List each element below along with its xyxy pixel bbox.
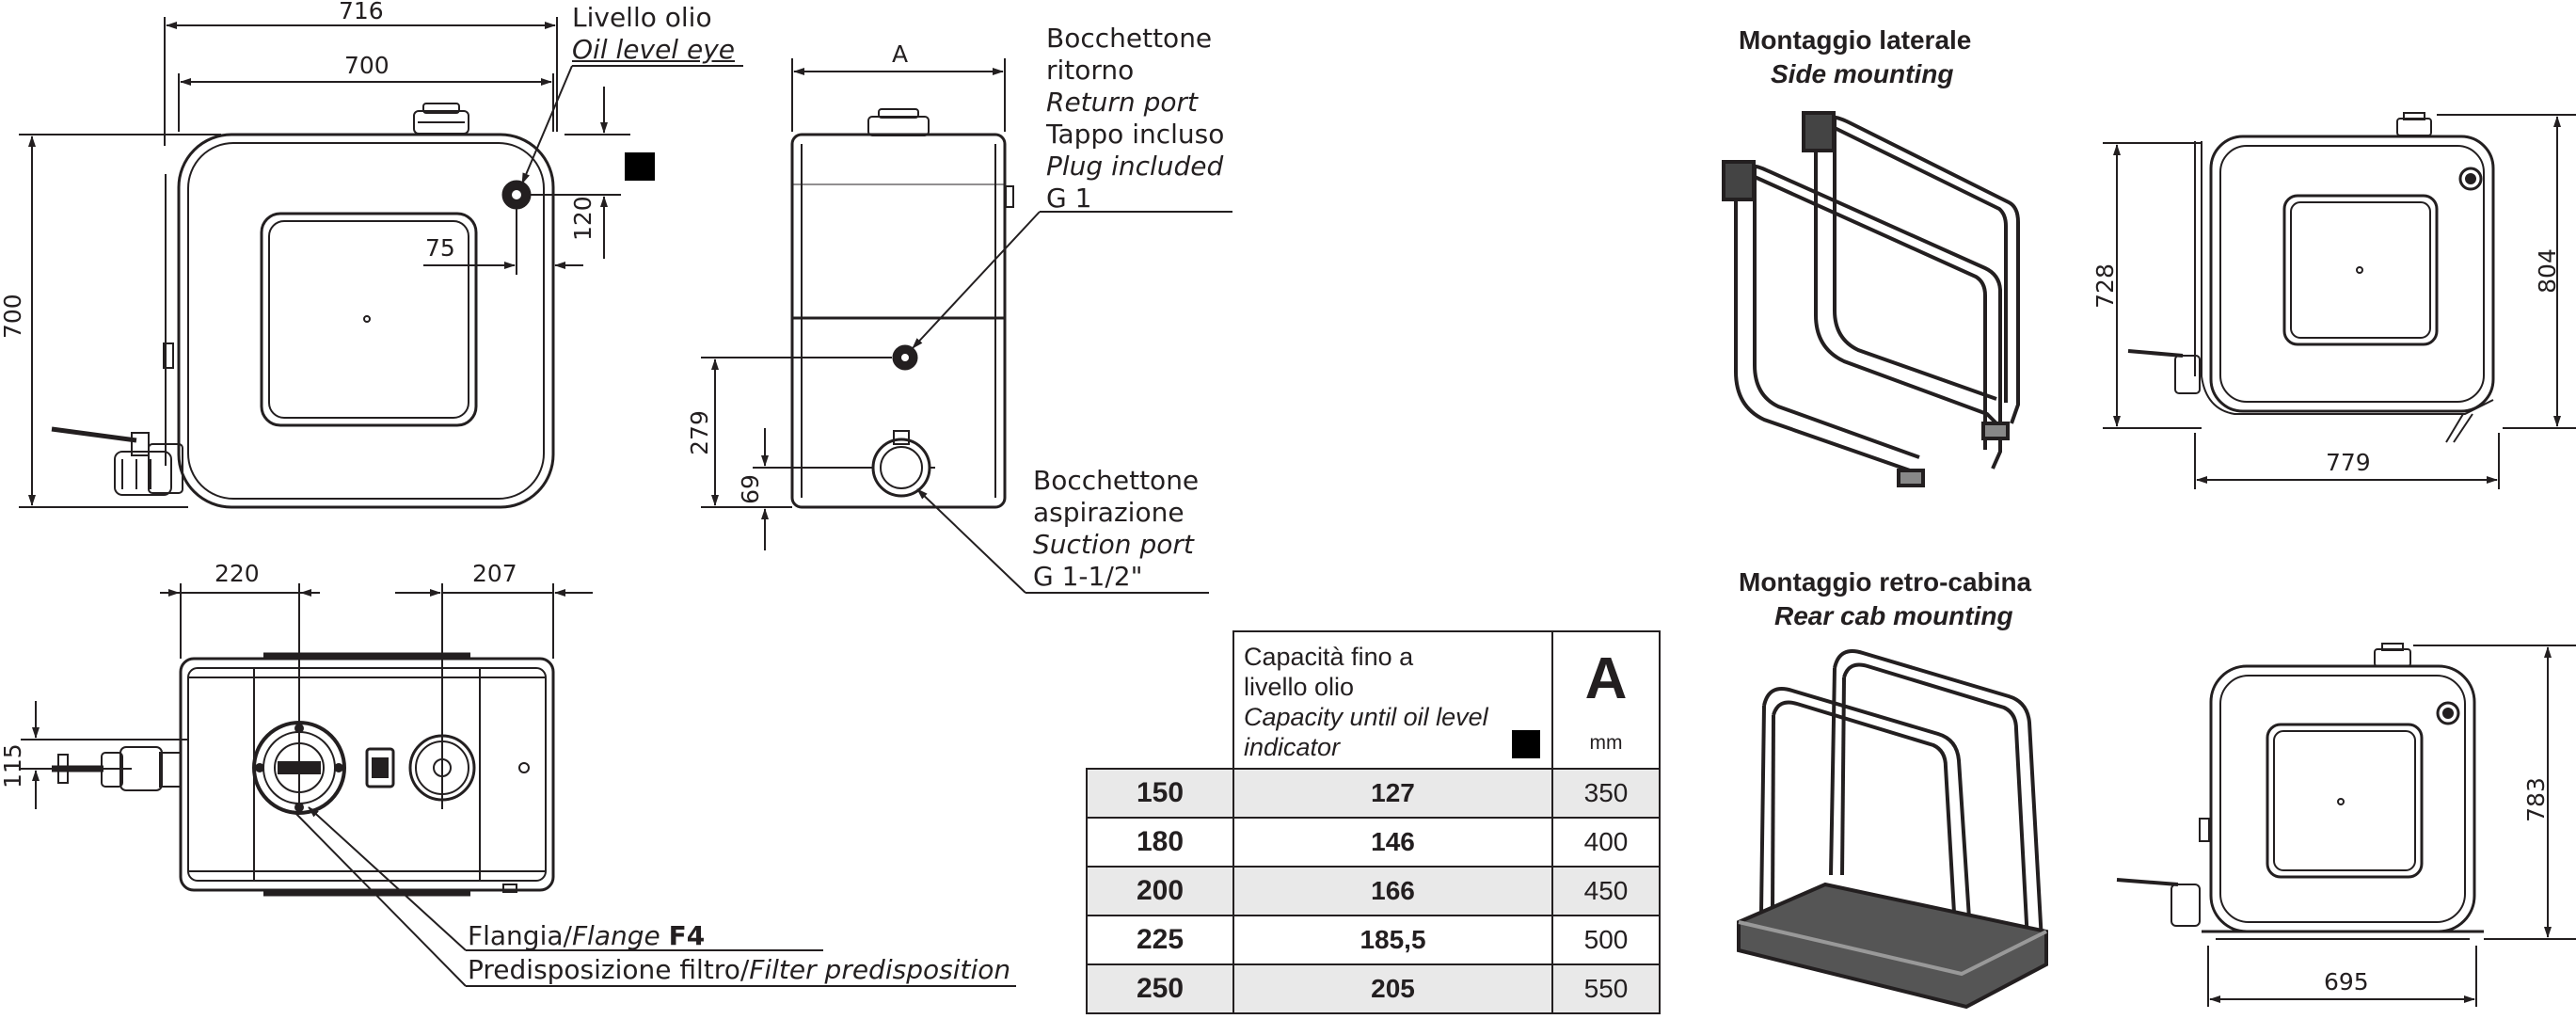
- header-capacity-line-3: Capacity until oil level: [1244, 703, 1488, 731]
- dim-side-width-a: A: [892, 40, 909, 68]
- side-view-dimensions: [701, 58, 1232, 594]
- dim-side-mount-height-right: 804: [2534, 248, 2561, 294]
- dim-side-mount-height-left: 728: [2091, 263, 2119, 309]
- row-size: 250: [1086, 963, 1234, 1014]
- flange-label: Flangia/Flange F4: [468, 920, 705, 952]
- side-mounting-tank: [2127, 112, 2495, 443]
- flange-label-it: Flangia/: [468, 920, 572, 951]
- row-capacity: 127: [1232, 768, 1553, 819]
- header-capacity-line-2: livello olio: [1244, 673, 1355, 701]
- oil-level-marker-square-table: [1512, 730, 1540, 758]
- header-empty-cell: [1087, 631, 1234, 770]
- row-size: 225: [1086, 915, 1234, 965]
- dim-suction-height: 69: [737, 474, 764, 504]
- dim-top-offset-filter: 207: [472, 560, 517, 587]
- row-a: 450: [1551, 866, 1661, 916]
- row-capacity: 146: [1232, 817, 1553, 868]
- table-row: 150 127 350: [1086, 768, 1661, 819]
- filter-label-en: Filter predisposition: [749, 954, 1011, 985]
- filter-label: Predisposizione filtro/Filter predisposi…: [468, 954, 1010, 986]
- header-capacity-cell: Capacità fino a livello olio Capacity un…: [1232, 630, 1553, 770]
- dim-side-mount-width: 779: [2326, 449, 2371, 476]
- header-a-cell: A mm: [1551, 630, 1661, 770]
- dim-front-height: 700: [0, 294, 26, 339]
- side-mounting-title-en: Side mounting: [1771, 59, 1954, 88]
- capacity-table: Capacità fino a livello olio Capacity un…: [1086, 630, 1661, 1014]
- row-size: 200: [1086, 866, 1234, 916]
- header-a-unit: mm: [1589, 732, 1623, 754]
- return-port-label-en: Return port: [1046, 87, 1198, 118]
- header-capacity-line-1: Capacità fino a: [1244, 643, 1414, 671]
- dim-front-width-inner: 700: [344, 52, 390, 79]
- dim-rear-mount-height: 783: [2522, 777, 2550, 822]
- capacity-table-header: Capacità fino a livello olio Capacity un…: [1087, 630, 1661, 770]
- return-port-thread: G 1: [1046, 183, 1092, 214]
- rear-mounting-title-it: Montaggio retro-cabina: [1739, 567, 2032, 597]
- front-view-tank: [51, 103, 555, 509]
- suction-port-label-en: Suction port: [1033, 529, 1194, 560]
- oil-level-marker-square: [625, 152, 655, 181]
- side-mounting-brackets: [1722, 111, 2020, 487]
- table-row: 180 146 400: [1086, 817, 1661, 868]
- dim-rear-mount-width: 695: [2324, 968, 2369, 995]
- table-row: 225 185,5 500: [1086, 915, 1661, 965]
- row-size: 150: [1086, 768, 1234, 819]
- oil-level-label-en: Oil level eye: [572, 34, 736, 65]
- rear-mounting-tank: [2116, 643, 2484, 940]
- front-view-dimensions: [19, 17, 743, 508]
- rear-mounting-title-en: Rear cab mounting: [1774, 601, 2013, 630]
- row-a: 550: [1551, 963, 1661, 1014]
- rear-mounting-brackets: [1737, 649, 2048, 1010]
- table-row: 250 205 550: [1086, 963, 1661, 1014]
- row-a: 350: [1551, 768, 1661, 819]
- dim-eye-offset-x: 75: [425, 234, 455, 262]
- flange-label-en: Flange: [571, 920, 669, 951]
- filter-label-it: Predisposizione filtro/: [468, 954, 750, 985]
- suction-port-label-2: aspirazione: [1033, 497, 1185, 528]
- return-port-label-2: ritorno: [1046, 55, 1135, 86]
- dim-return-height: 279: [686, 410, 713, 455]
- plug-included-label-it: Tappo incluso: [1046, 119, 1225, 150]
- dim-front-width-outer: 716: [339, 0, 384, 24]
- flange-code: F4: [668, 920, 706, 951]
- row-capacity: 185,5: [1232, 915, 1553, 965]
- top-view-tank: [52, 652, 555, 897]
- rear-mounting-dimensions: [2207, 645, 2576, 1007]
- suction-port-label-1: Bocchettone: [1033, 465, 1200, 496]
- table-row: 200 166 450: [1086, 866, 1661, 916]
- dim-top-offset-flange: 220: [215, 560, 260, 587]
- top-view-dimensions: [21, 583, 1016, 987]
- row-size: 180: [1086, 817, 1234, 868]
- side-mounting-title-it: Montaggio laterale: [1739, 25, 1972, 55]
- dim-top-valve-height: 115: [0, 743, 26, 788]
- return-port-label-1: Bocchettone: [1046, 23, 1213, 54]
- side-mounting-dimensions: [2103, 114, 2576, 489]
- header-capacity-line-4: indicator: [1244, 733, 1341, 761]
- row-a: 400: [1551, 817, 1661, 868]
- header-a-label: A: [1584, 646, 1628, 711]
- row-capacity: 166: [1232, 866, 1553, 916]
- oil-level-label-it: Livello olio: [572, 2, 712, 33]
- suction-port-thread: G 1-1/2": [1033, 561, 1143, 592]
- side-view-tank: [790, 108, 1014, 509]
- plug-included-label-en: Plug included: [1046, 151, 1224, 182]
- row-a: 500: [1551, 915, 1661, 965]
- dim-eye-offset-y: 120: [569, 196, 596, 241]
- row-capacity: 205: [1232, 963, 1553, 1014]
